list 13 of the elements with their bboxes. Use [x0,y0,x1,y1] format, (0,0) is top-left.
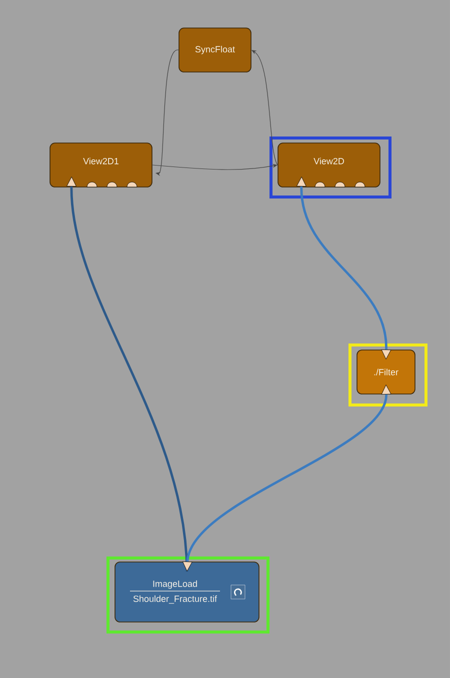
module-box [50,142,152,188]
module-label: SyncFloat [195,46,235,54]
module-box [114,562,260,622]
module-label: View2D [314,158,344,164]
module-box [178,28,252,72]
module-box [278,142,380,188]
connector [182,384,392,572]
module-label: ./Filter [374,368,398,376]
connector [66,176,188,572]
module-box [356,350,416,394]
module-label: View2D1 [83,158,118,164]
connector [296,176,392,360]
module-label: ImageLoad Shoulder_Fracture.tif [130,580,220,604]
